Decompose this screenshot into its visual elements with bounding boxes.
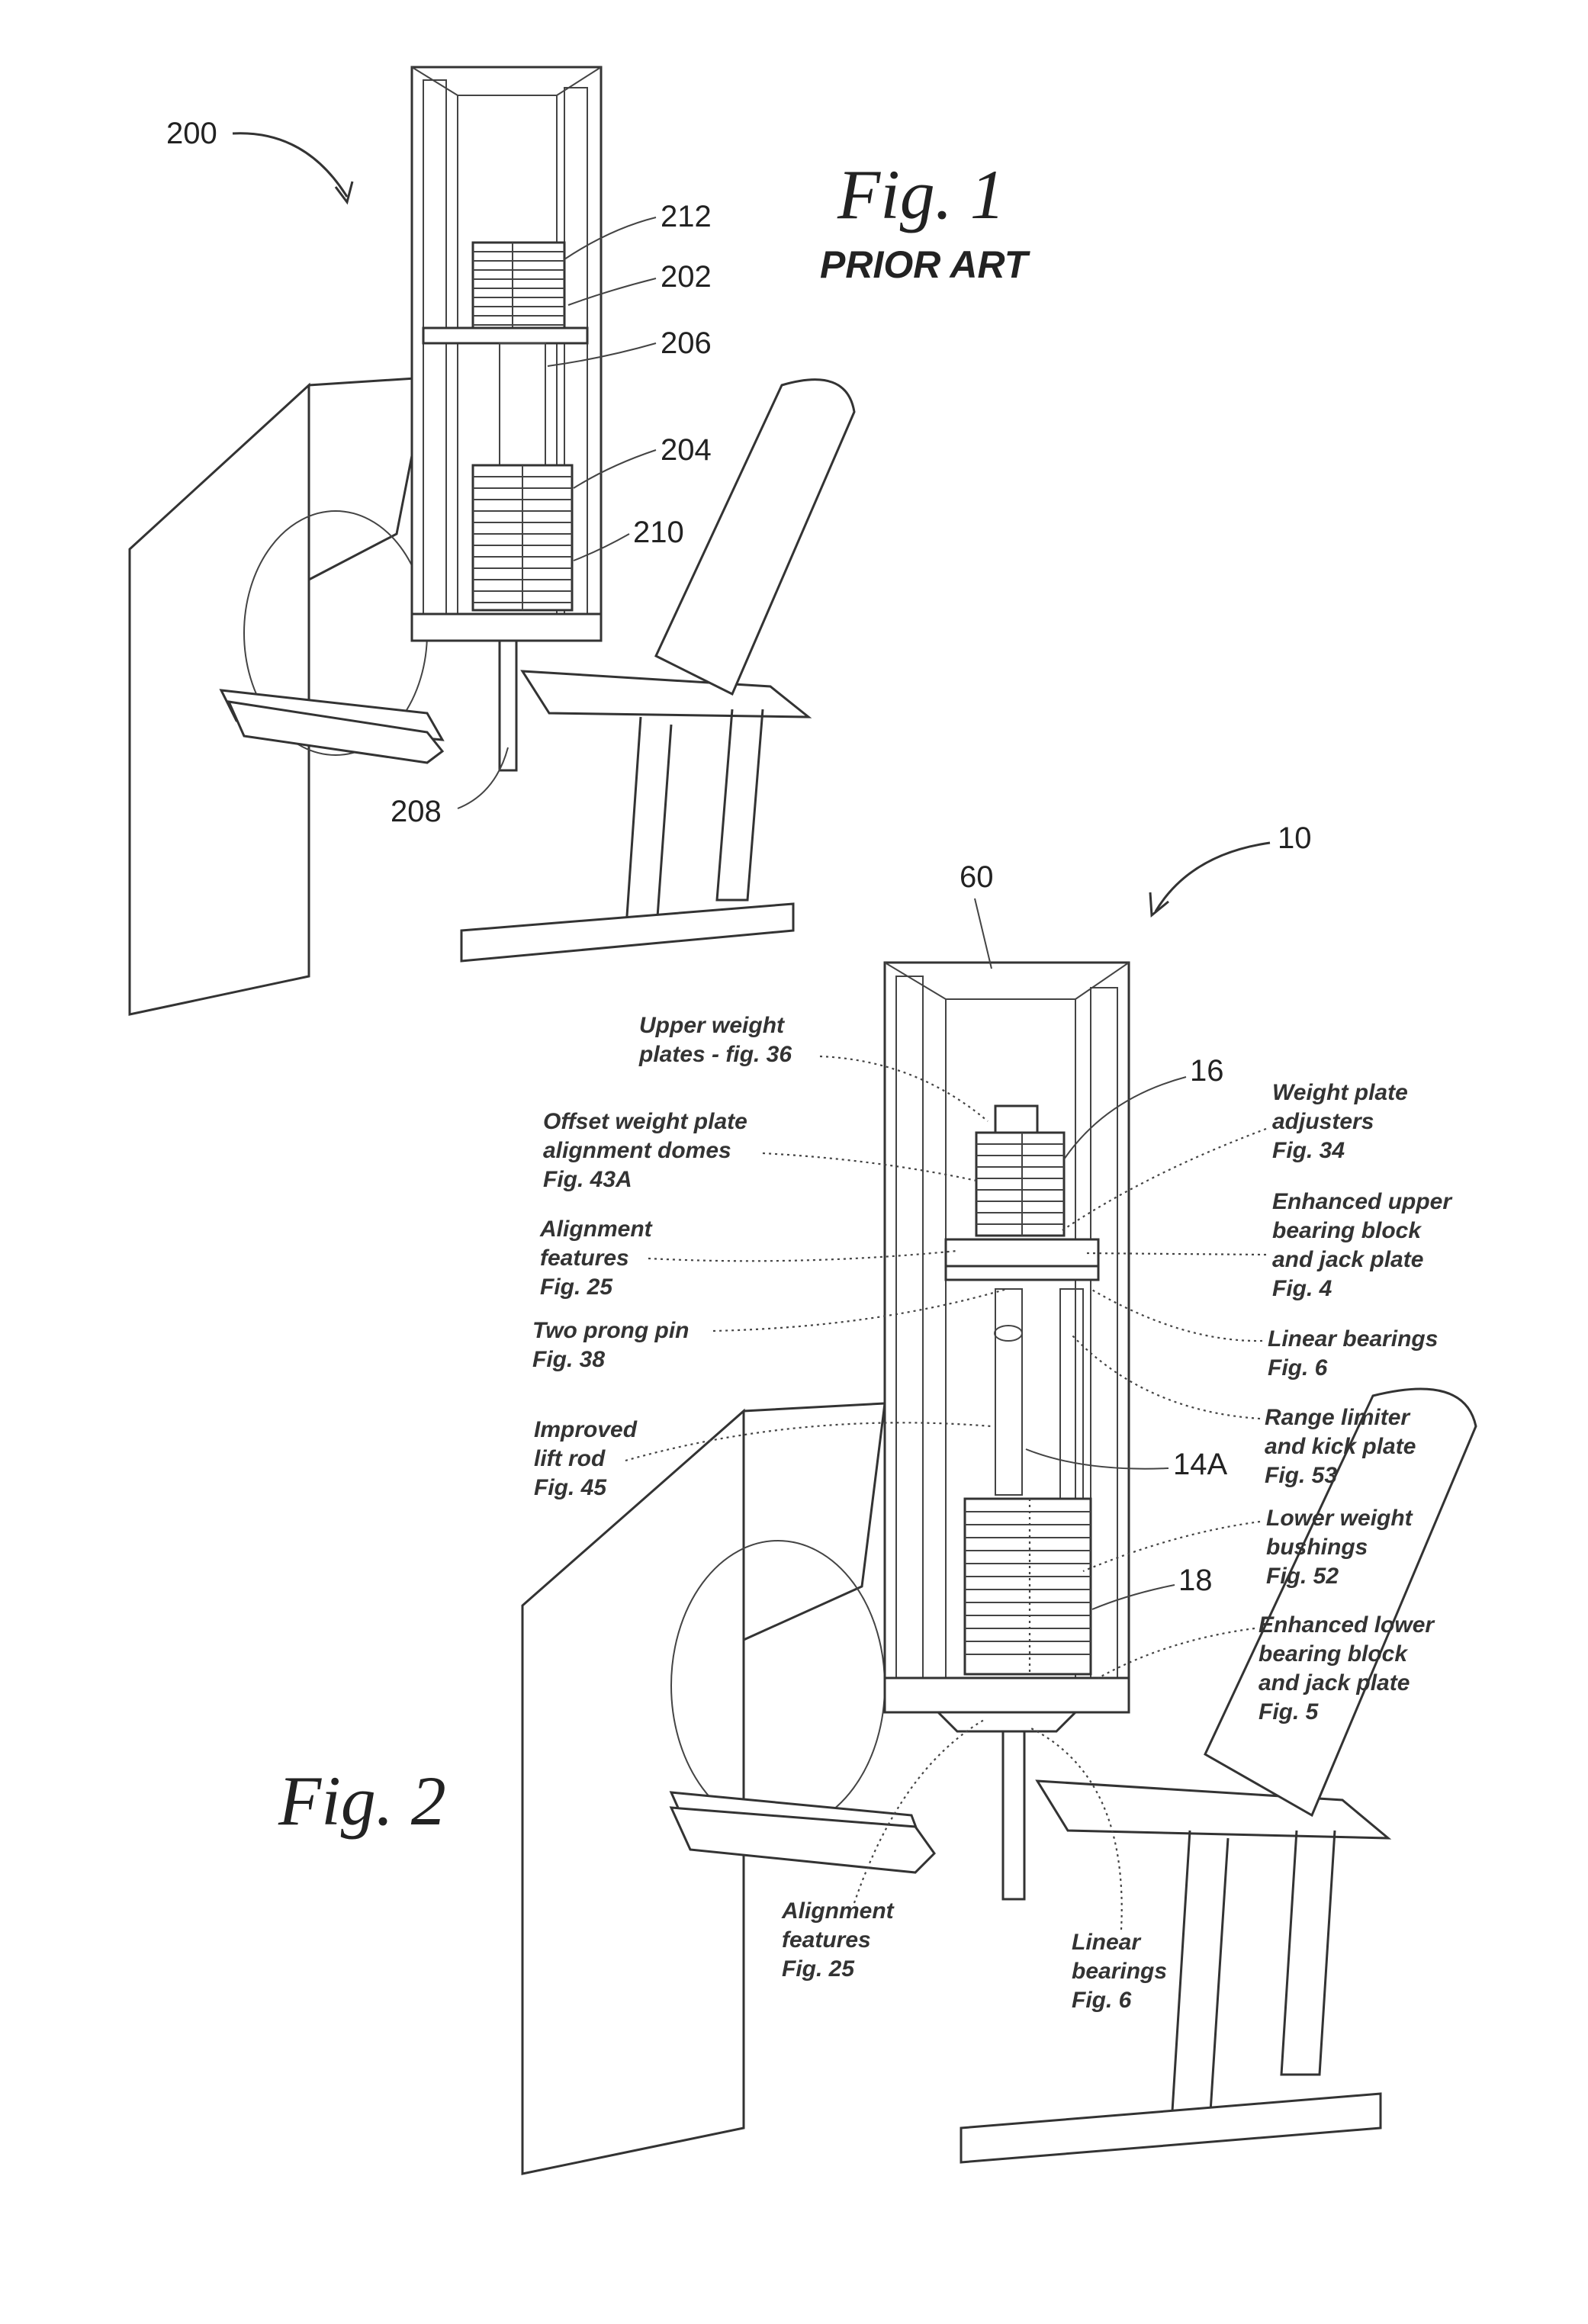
callout-line: Fig. 5 <box>1259 1699 1320 1725</box>
callout-line: features <box>782 1927 871 1953</box>
callout-line: Fig. 53 <box>1265 1463 1337 1488</box>
fig2-jack-plate <box>946 1266 1098 1280</box>
callout-line: and jack plate <box>1259 1670 1410 1696</box>
fig1-bottom-plate <box>412 614 601 641</box>
callout-line: Enhanced upper <box>1272 1189 1453 1214</box>
fig1-seat <box>522 671 808 717</box>
callout-line: and kick plate <box>1265 1434 1416 1459</box>
fig1-subtitle: PRIOR ART <box>820 243 1031 286</box>
callout-line: Improved <box>534 1417 638 1442</box>
callout-linear-bearings-right: Linear bearings Fig. 6 <box>1091 1289 1438 1381</box>
ref-208: 208 <box>391 795 442 828</box>
fig2-upper-stack <box>976 1133 1064 1236</box>
fig2-title: Fig. 2 <box>278 1762 446 1840</box>
callout-line: bearings <box>1072 1959 1167 1984</box>
ref-206: 206 <box>661 326 712 360</box>
callout-line: bearing block <box>1259 1641 1408 1667</box>
callout-line: Fig. 25 <box>540 1275 613 1300</box>
fig2-upper-bearing-block <box>946 1239 1098 1266</box>
callout-line: adjusters <box>1272 1109 1374 1134</box>
callout-line: Upper weight <box>639 1013 786 1038</box>
fig2-weight-tower <box>885 963 1129 1899</box>
callout-line: Fig. 25 <box>782 1956 855 1982</box>
ref-18: 18 <box>1178 1564 1213 1597</box>
callout-line: Fig. 43A <box>543 1167 632 1192</box>
ref-202: 202 <box>661 260 712 294</box>
fig2-lower-bearing-block <box>885 1678 1129 1712</box>
fig1-backrest <box>656 380 854 694</box>
fig1-weight-tower <box>412 67 601 770</box>
fig1-seat-post <box>625 717 671 938</box>
callout-line: Offset weight plate <box>543 1109 747 1134</box>
callout-upper-bearing-block: Enhanced upper bearing block and jack pl… <box>1083 1189 1453 1301</box>
fig2-lower-jack-plate <box>938 1712 1075 1731</box>
fig1-upper-plates <box>473 243 564 333</box>
ref-10: 10 <box>1278 821 1312 855</box>
fig2-seat <box>1037 1781 1388 1838</box>
callout-line: Two prong pin <box>532 1318 690 1343</box>
ref-16: 16 <box>1190 1054 1224 1088</box>
callout-line: Alignment <box>781 1898 895 1924</box>
fig2-top-cap <box>995 1106 1037 1133</box>
callout-line: Alignment <box>539 1217 654 1242</box>
callout-line: Fig. 6 <box>1072 1988 1132 2013</box>
ref-14a: 14A <box>1173 1448 1227 1481</box>
leader-60 <box>975 898 992 969</box>
fig1-wall-top <box>309 378 427 580</box>
fig1-lower-plates <box>473 465 572 610</box>
callout-line: Linear bearings <box>1268 1326 1438 1352</box>
callout-line: Fig. 34 <box>1272 1138 1345 1163</box>
callout-line: and jack plate <box>1272 1247 1423 1272</box>
ref-212: 212 <box>661 200 712 233</box>
callout-line: Range limiter <box>1265 1405 1411 1430</box>
callout-line: Fig. 6 <box>1268 1355 1328 1381</box>
callout-line: Fig. 45 <box>534 1475 607 1500</box>
fig2-base <box>961 2094 1381 2162</box>
callout-line: Linear <box>1072 1930 1142 1955</box>
leader-10 <box>1156 843 1270 911</box>
ref-210: 210 <box>633 516 684 549</box>
ref-204: 204 <box>661 433 712 467</box>
ref-60: 60 <box>960 860 994 894</box>
fig2-lower-plates <box>965 1499 1091 1674</box>
callout-line: features <box>540 1246 629 1271</box>
callout-line: lift rod <box>534 1446 606 1471</box>
fig2-seat-post <box>1171 1831 1228 2136</box>
callout-linear-bearings-bottom: Linear bearings Fig. 6 <box>1030 1728 1167 2013</box>
callout-line: Fig. 38 <box>532 1347 605 1372</box>
leader-200 <box>233 133 347 197</box>
fig1-upper-block <box>423 328 587 343</box>
callout-line: Fig. 4 <box>1272 1276 1332 1301</box>
callout-line: Enhanced lower <box>1259 1612 1435 1638</box>
callout-line: alignment domes <box>543 1138 731 1163</box>
fig2-extension-rod <box>1003 1731 1024 1899</box>
fig2-side-wall <box>522 1411 744 2174</box>
ref-200: 200 <box>166 117 217 150</box>
fig2-rear-post <box>1281 1831 1335 2075</box>
fig1-machine-drawing <box>130 67 854 1014</box>
callout-line: bushings <box>1266 1535 1368 1560</box>
callout-line: Fig. 52 <box>1266 1564 1339 1589</box>
callout-line: Lower weight <box>1266 1506 1414 1531</box>
callout-line: bearing block <box>1272 1218 1422 1243</box>
callout-line: Weight plate <box>1272 1080 1408 1105</box>
fig1-title: Fig. 1 <box>837 156 1005 233</box>
fig2-wall-top <box>744 1403 885 1640</box>
fig1-extension-rod <box>500 641 516 770</box>
callout-line: plates - fig. 36 <box>638 1042 792 1067</box>
fig1-rear-post <box>717 709 763 900</box>
